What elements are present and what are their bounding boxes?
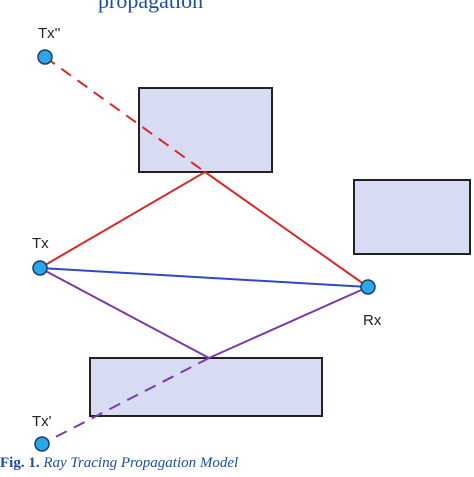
tx-bottom-image-label: Tx' (32, 413, 52, 430)
figure-number: Fig. 1. (0, 455, 40, 471)
rx-node (360, 279, 376, 295)
top-image-ray-dashed (44, 56, 206, 173)
bottom-obstacle (89, 357, 323, 417)
figure-title: Ray Tracing Propagation Model (43, 455, 239, 471)
tx-label: Tx (32, 235, 49, 252)
bottom-reflection-reflected-ray (208, 286, 369, 359)
tx-top-image-label: Tx'' (38, 25, 61, 42)
tx-node (32, 260, 48, 276)
top-cut-text: propagation (98, 0, 204, 13)
right-obstacle (353, 179, 471, 255)
tx-top-image-node (37, 49, 53, 65)
figure-caption: Fig. 1. Ray Tracing Propagation Model (0, 455, 238, 472)
rx-label: Rx (363, 312, 382, 329)
tx-bottom-image-node (34, 436, 50, 452)
top-obstacle (138, 87, 273, 173)
bottom-image-ray-dashed (41, 357, 210, 445)
bottom-reflection-incident-ray (39, 267, 210, 359)
top-reflection-reflected-ray (204, 171, 369, 288)
direct-ray (39, 267, 369, 288)
top-reflection-incident-ray (39, 171, 206, 269)
